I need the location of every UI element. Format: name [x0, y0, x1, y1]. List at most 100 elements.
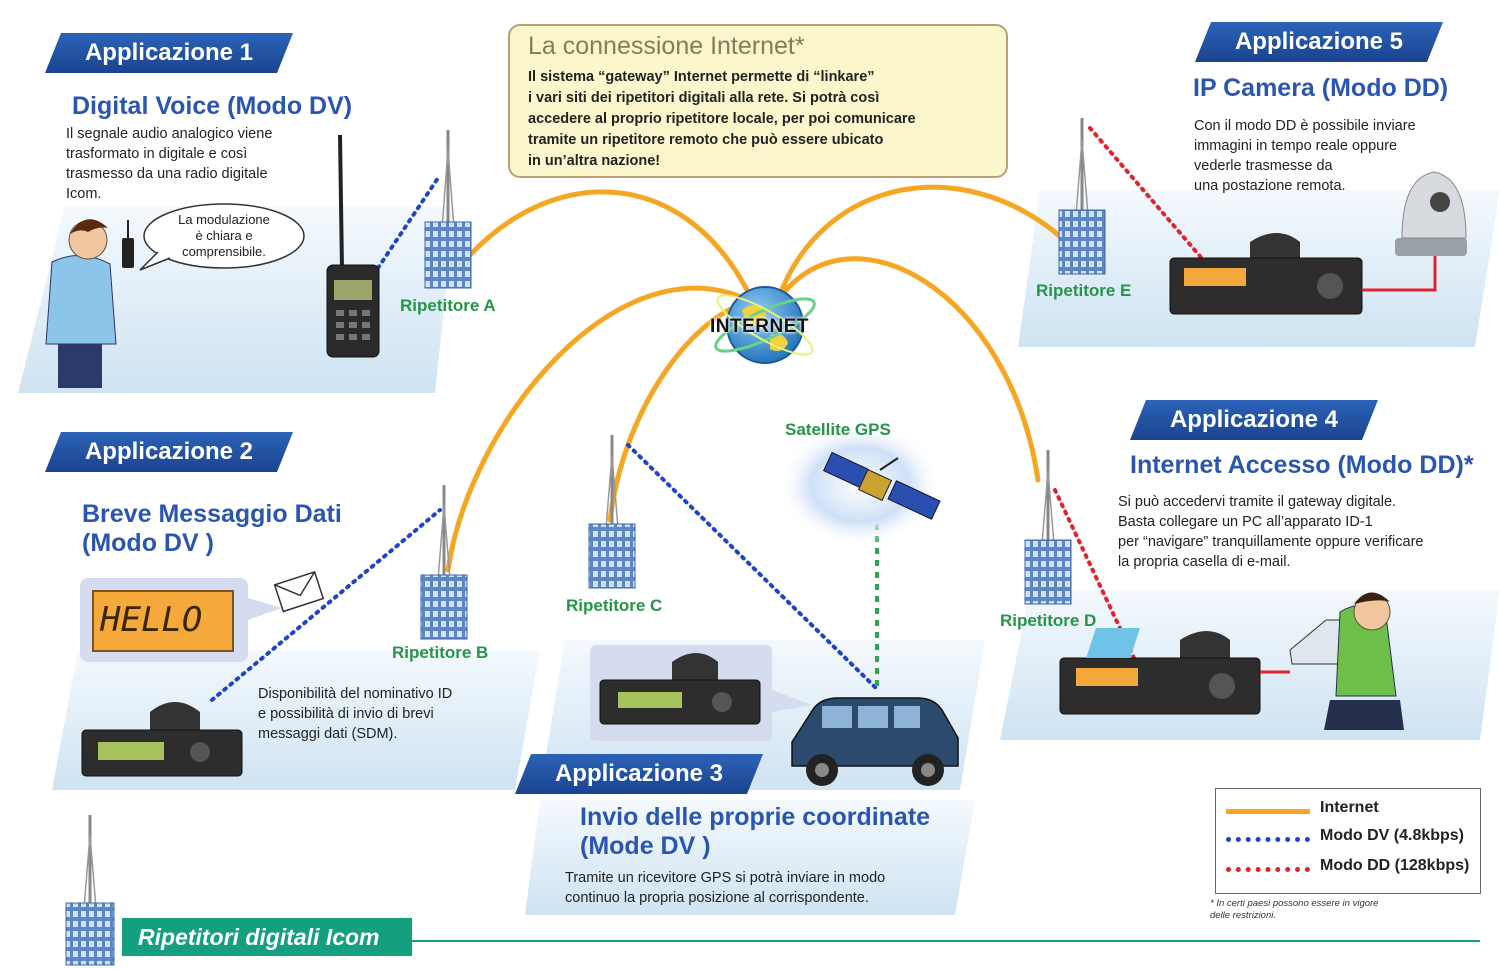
speech-bubble-tail — [139, 251, 171, 271]
mobile-radio-app4-icon — [1059, 631, 1261, 715]
repeater-a-label: Ripetitore A — [400, 296, 496, 315]
repeater-e-label: Ripetitore E — [1036, 281, 1132, 300]
footnote: * In certi paesi possono essere in vigor… — [1210, 898, 1440, 922]
repeater-b-tower-icon — [420, 485, 468, 640]
legend-dv-label: Modo DV (4.8kbps) — [1320, 827, 1465, 844]
desc-line: Si può accedervi tramite il gateway digi… — [1118, 494, 1397, 510]
info-box-title: La connessione Internet* — [528, 32, 805, 60]
dd-link-e — [1088, 126, 1207, 264]
dv-link-c — [626, 443, 880, 692]
desc-line: trasmesso da una radio digitale — [66, 166, 268, 182]
bubble-line: comprensibile. — [182, 244, 266, 259]
dd-link-d — [1053, 488, 1137, 662]
app4-heading: Internet Accesso (Modo DD)* — [1130, 451, 1474, 479]
desc-line: Tramite un ricevitore GPS si potrà invia… — [565, 870, 886, 886]
repeater-a-tower-icon — [424, 130, 472, 289]
link-a — [467, 189, 755, 303]
legend-internet-label: Internet — [1320, 799, 1379, 816]
internet-links — [445, 184, 1065, 573]
info-line: i vari siti dei ripetitori digitali alla… — [528, 90, 880, 106]
footer-title: Ripetitori digitali Icom — [122, 918, 412, 956]
desc-line: vederle trasmesse da — [1194, 158, 1333, 174]
desc-line: e possibilità di invio di brevi — [258, 706, 434, 722]
app1-heading: Digital Voice (Modo DV) — [72, 92, 353, 120]
internet-label: INTERNET — [710, 316, 809, 337]
speech-bubble — [143, 203, 305, 269]
satellite-label: Satellite GPS — [785, 420, 891, 439]
app5-description: Con il modo DD è possibile inviare immag… — [1194, 116, 1416, 196]
heading-line: Breve Messaggio Dati — [82, 500, 342, 528]
dv-link-a — [376, 176, 440, 270]
repeater-d-label: Ripetitore D — [1000, 611, 1097, 630]
desc-line: immagini in tempo reale oppure — [1194, 138, 1398, 154]
desc-line: una postazione remota. — [1194, 178, 1346, 194]
heading-line: Invio delle proprie coordinate — [580, 803, 931, 831]
app3-badge: Applicazione 3 — [515, 754, 763, 794]
car-icon — [791, 697, 959, 786]
footnote-line: * In certi paesi possono essere in vigor… — [1210, 898, 1379, 909]
desc-line: trasformato in digitale e così — [66, 146, 248, 162]
person-with-radio-icon — [45, 219, 134, 388]
legend-dd-label: Modo DD (128kbps) — [1320, 857, 1470, 874]
desc-line: continuo la propria posizione al corrisp… — [565, 890, 869, 906]
dv-links — [210, 176, 880, 702]
app1-badge: Applicazione 1 — [45, 33, 293, 73]
display-bubble-tail — [248, 598, 282, 620]
mobile-radio-app5-icon — [1169, 233, 1363, 315]
repeater-c-tower-icon — [588, 435, 636, 589]
desc-line: messaggi dati (SDM). — [258, 726, 398, 742]
desc-line: Icom. — [66, 186, 102, 202]
repeater-b-label: Ripetitore B — [392, 643, 489, 662]
envelope-icon — [273, 570, 325, 613]
gps-satellite-icon — [778, 423, 942, 547]
bubble-line: è chiara e — [195, 228, 253, 243]
heading-line: (Modo DV ) — [82, 529, 214, 557]
handheld-radio-icon — [326, 134, 380, 358]
platform-app3-text — [525, 800, 975, 915]
repeater-e-tower-icon — [1058, 118, 1106, 275]
ip-camera-icon — [1395, 171, 1467, 256]
desc-line: Disponibilità del nominativo ID — [258, 686, 453, 702]
app2-heading: Breve Messaggio Dati (Modo DV ) — [82, 500, 342, 558]
app4-badge: Applicazione 4 — [1130, 400, 1378, 440]
footnote-line: delle restrizioni. — [1210, 910, 1276, 921]
repeater-d-tower-icon — [1024, 450, 1072, 605]
link-e — [775, 184, 1065, 303]
internet-connection-box: La connessione Internet* Il sistema “gat… — [508, 24, 1008, 178]
legend-internet: Internet — [1226, 799, 1476, 825]
info-line: in un’altra nazione! — [528, 153, 661, 169]
app2-badge: Applicazione 2 — [45, 432, 293, 472]
internet-globe-icon — [714, 286, 816, 364]
dd-links — [1053, 126, 1207, 662]
legend-dv: Modo DV (4.8kbps) — [1226, 827, 1476, 853]
repeater-c-label: Ripetitore C — [566, 596, 663, 615]
desc-line: per “navigare” tranquillamente oppure ve… — [1118, 534, 1424, 550]
heading-line: (Mode DV ) — [580, 832, 711, 860]
legend-internet-swatch — [1226, 809, 1310, 814]
link-b — [445, 285, 751, 573]
app5-badge: Applicazione 5 — [1195, 22, 1443, 62]
desc-line: la propria casella di e-mail. — [1118, 554, 1291, 570]
camera-cable — [1362, 256, 1437, 292]
app3-heading: Invio delle proprie coordinate (Mode DV … — [580, 803, 930, 861]
speech-bubble-text: La modulazione è chiara e comprensibile. — [150, 212, 298, 260]
app2-description: Disponibilità del nominativo ID e possib… — [258, 684, 452, 744]
info-box-body: Il sistema “gateway” Internet permette d… — [528, 67, 988, 172]
dv-link-b — [210, 508, 442, 702]
app5-heading: IP Camera (Modo DD) — [1193, 74, 1449, 102]
desc-line: Basta collegare un PC all’apparato ID-1 — [1118, 514, 1373, 530]
info-line: Il sistema “gateway” Internet permette d… — [528, 69, 875, 85]
mobile-radio-app2-icon — [81, 702, 243, 777]
legend-dv-swatch — [1226, 837, 1310, 842]
mobile-radio-app3-icon — [599, 653, 761, 725]
bubble-line: La modulazione — [178, 212, 270, 227]
person-with-laptop-icon — [1086, 592, 1404, 730]
app3-description: Tramite un ricevitore GPS si potrà invia… — [565, 868, 885, 908]
app4-description: Si può accedervi tramite il gateway digi… — [1118, 492, 1423, 572]
app1-description: Il segnale audio analogico viene trasfor… — [66, 124, 272, 204]
legend-dd: Modo DD (128kbps) — [1226, 857, 1476, 883]
link-d — [775, 256, 1041, 483]
info-line: tramite un ripetitore remoto che può ess… — [528, 132, 884, 148]
legend-dd-swatch — [1226, 867, 1310, 872]
